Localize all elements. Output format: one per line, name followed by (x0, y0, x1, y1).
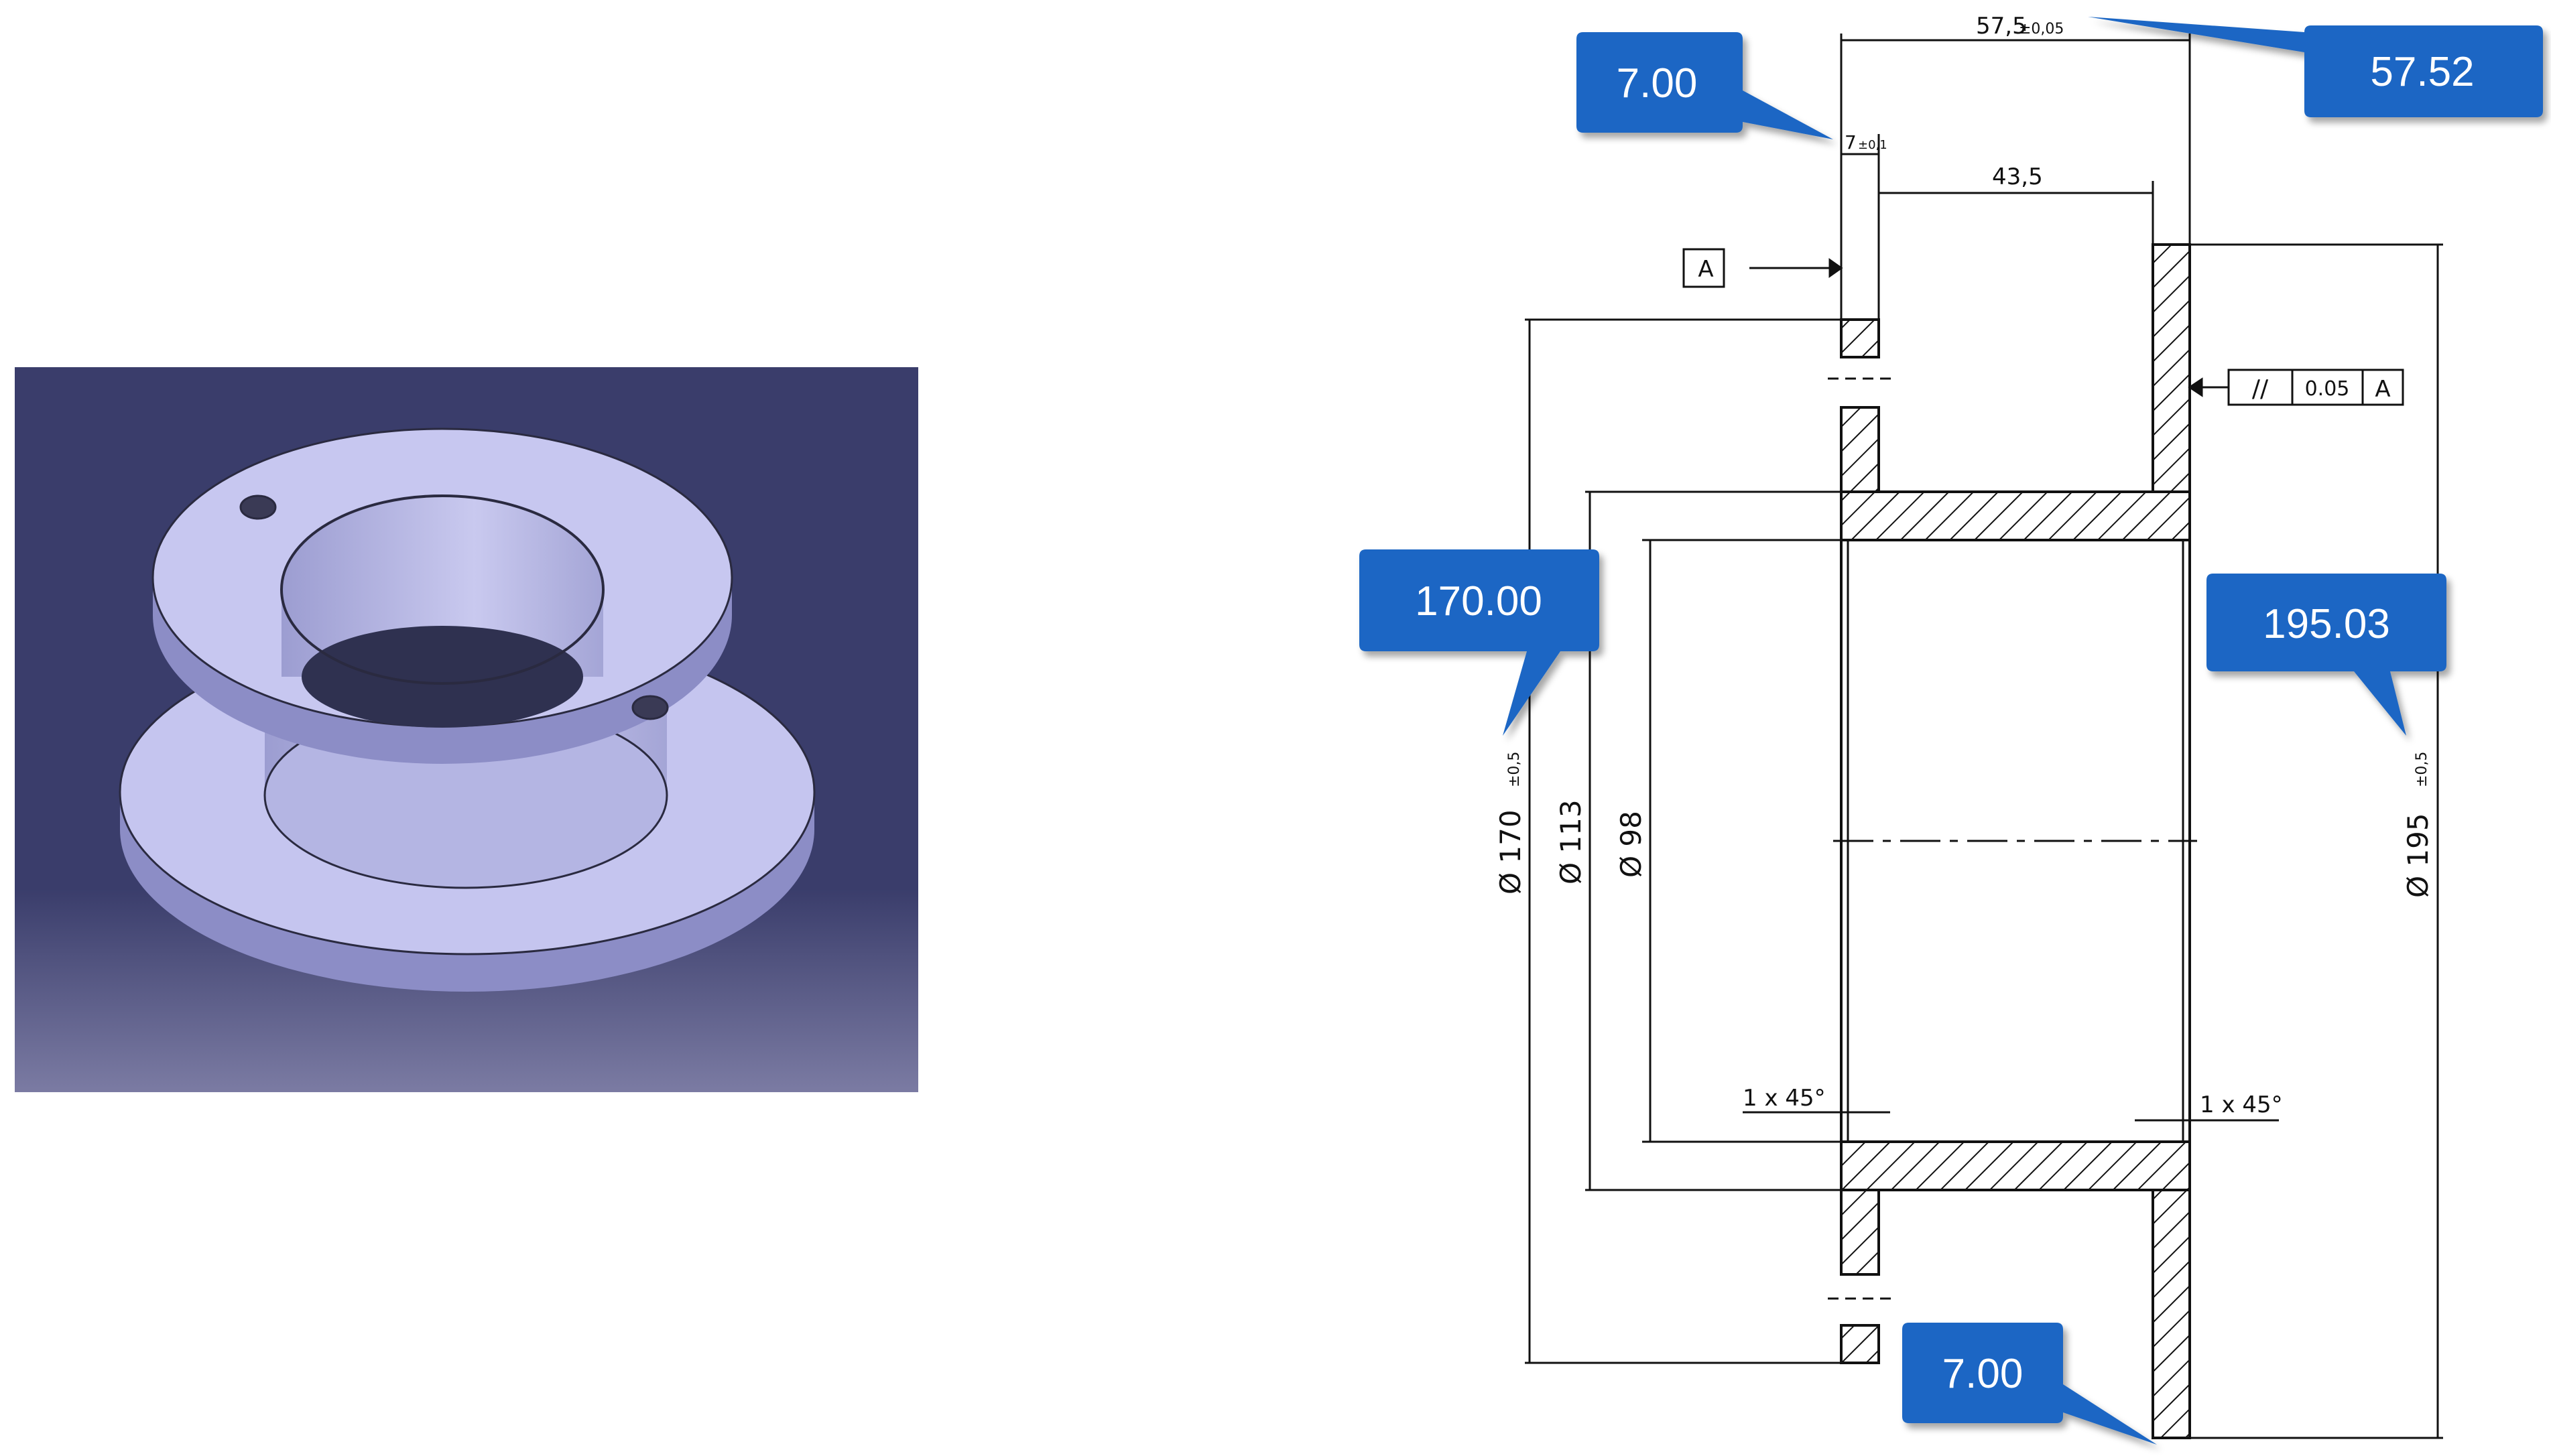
callout-top-right-value: 57.52 (2370, 49, 2474, 95)
extension-lines (1525, 34, 2443, 1439)
section-outline (1828, 243, 2197, 1439)
callout-mid-right: 195.03 (2206, 574, 2446, 736)
bolt-hole (631, 695, 669, 720)
dim-overall-length: 57,5 (1976, 13, 2027, 40)
dim-d113: Ø 113 (1554, 799, 1587, 884)
gdt-tolerance: 0.05 (2305, 377, 2350, 401)
gdt-frame (2188, 369, 2404, 406)
gdt-parallelism-symbol: // (2252, 375, 2269, 403)
datum-feature (1682, 248, 1843, 288)
callout-top-right: 57.52 (2088, 17, 2543, 117)
datum-label: A (1698, 256, 1713, 283)
callout-top-left-value: 7.00 (1617, 60, 1698, 107)
dimension-texts: 57,5 ±0,05 7 ±0,1 43,5 A // 0.05 A Ø 170… (1494, 13, 2434, 1118)
callout-mid-right-value: 195.03 (2263, 601, 2390, 647)
callout-mid-left-value: 170.00 (1415, 578, 1542, 624)
technical-drawing (1525, 34, 2443, 1439)
dim-d195: Ø 195 (2402, 813, 2434, 898)
callout-top-left: 7.00 (1576, 32, 1833, 139)
chamfer-leaders (1743, 1111, 2279, 1122)
dim-flange-thickness: 7 (1845, 131, 1857, 153)
3d-render-panel (15, 367, 918, 1092)
upper-flange (151, 427, 733, 764)
dim-d170-tol: ±0,5 (1506, 752, 1523, 787)
callout-bottom: 7.00 (1902, 1323, 2157, 1445)
chamfer-left: 1 x 45° (1743, 1085, 1826, 1112)
gdt-datum: A (2375, 376, 2390, 403)
dim-d170: Ø 170 (1494, 809, 1527, 895)
bolt-hole (239, 494, 277, 520)
dim-d98: Ø 98 (1615, 811, 1647, 878)
dim-d195-tol: ±0,5 (2414, 752, 2430, 787)
chamfer-right: 1 x 45° (2200, 1091, 2283, 1118)
dim-overall-length-tol: ±0,05 (2019, 21, 2064, 38)
dim-flange-thickness-tol: ±0,1 (1858, 138, 1887, 152)
callout-mid-left: 170.00 (1359, 549, 1599, 736)
dim-bore-length: 43,5 (1992, 163, 2043, 190)
measurement-callouts: 7.00 57.52 170.00 195.03 7.00 (1359, 17, 2543, 1445)
callout-bottom-value: 7.00 (1942, 1351, 2024, 1397)
dimension-lines (1528, 39, 2439, 1438)
